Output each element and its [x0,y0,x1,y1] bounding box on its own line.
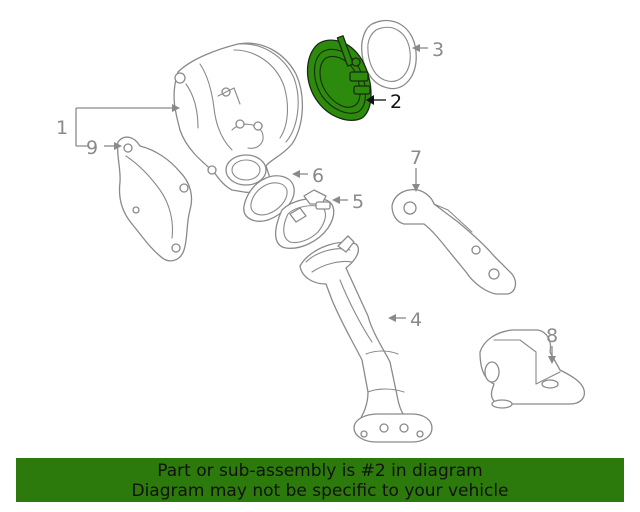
part-5-clamp[interactable] [275,189,335,249]
callout-5-arrow [332,196,340,204]
callout-7-arrow [412,184,420,192]
part-4-pipe[interactable] [299,235,433,443]
callout-8[interactable]: 8 [546,325,558,347]
callout-2[interactable]: 2 [390,91,402,113]
parts-diagram: 1 2 3 4 5 6 7 8 9 [56,19,586,443]
part-7-bracket[interactable] [391,188,517,295]
part-2-clamp[interactable] [306,35,372,121]
banner-line-part: Part or sub-assembly is #2 in diagram [157,461,483,481]
callout-9-arrow [114,142,122,150]
part-info-banner: Part or sub-assembly is #2 in diagram Di… [16,458,624,502]
part-3-gasket[interactable] [361,19,417,90]
callout-4[interactable]: 4 [410,309,422,331]
callout-9[interactable]: 9 [86,137,98,159]
part-9-heat-shield[interactable] [116,136,193,262]
part-8-bracket[interactable] [479,329,586,409]
callout-4-arrow [388,314,396,322]
callout-6[interactable]: 6 [312,165,324,187]
callout-1-leader [75,107,178,147]
callout-1-arrow [172,104,180,112]
callout-1[interactable]: 1 [56,117,68,139]
callout-3-arrow [412,44,420,52]
callout-2-arrow [366,95,374,105]
callout-6-arrow [292,170,300,178]
banner-line-disclaimer: Diagram may not be specific to your vehi… [131,481,509,501]
part-1-housing[interactable] [173,42,304,194]
callout-3[interactable]: 3 [432,39,444,61]
callout-7[interactable]: 7 [410,147,422,169]
callout-8-arrow [548,356,556,364]
callout-5[interactable]: 5 [352,191,364,213]
